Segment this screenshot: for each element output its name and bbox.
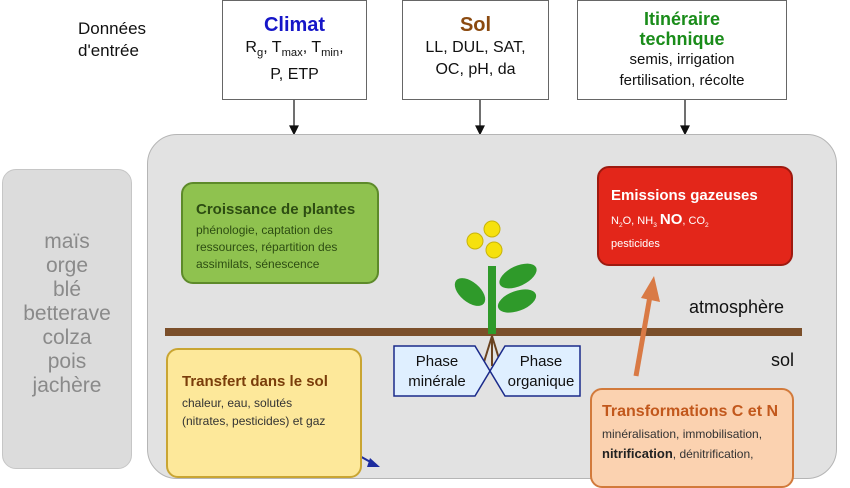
atmosphere-label: atmosphère [689, 297, 785, 317]
crop-item: colza [42, 326, 92, 349]
crop-item: pois [47, 350, 87, 373]
itineraire-line-1: semis, irrigation [629, 51, 735, 68]
crop-item: betterave [23, 302, 111, 325]
transformations-title: Transformations C et N [602, 403, 779, 420]
emissions-title: Emissions gazeuses [611, 187, 758, 204]
input-arrows [289, 100, 690, 136]
emissions-gases: N2O, NH3 NO, CO2 [611, 211, 709, 230]
crop-item: jachère [32, 374, 102, 397]
climat-title: Climat [263, 14, 326, 36]
crops-list: maïs orge blé betterave colza pois jachè… [2, 169, 132, 469]
sol-layer-label: sol [771, 350, 795, 370]
emissions-box: Emissions gazeuses N2O, NH3 NO, CO2 pest… [597, 166, 793, 266]
emissions-arrow [633, 295, 653, 377]
phase-organique-shape [489, 345, 581, 397]
sol-arrow-head [475, 125, 485, 136]
emissions-arrow-head [641, 276, 660, 302]
sol-variables-1: LL, DUL, SAT, [425, 39, 526, 56]
climat-variables: Rg, Tmax, Tmin, [245, 39, 344, 60]
croissance-details: phénologie, captation des ressources, ré… [196, 223, 338, 271]
plant-leaf-left [454, 278, 486, 306]
sol-variables-2: OC, pH, da [435, 61, 516, 78]
itineraire-line-2: fertilisation, récolte [619, 72, 745, 89]
plant-leaf-right-top [499, 263, 537, 289]
itineraire-arrow-head [680, 125, 690, 136]
plant-stem [488, 266, 496, 334]
crop-item: maïs [44, 230, 90, 253]
flower-left [466, 232, 484, 250]
input-data-label: Données d'entrée [78, 19, 147, 60]
itineraire-input-box: Itinéraire technique semis, irrigation f… [577, 0, 787, 100]
transfert-title: Transfert dans le sol [182, 373, 328, 390]
transfert-details: chaleur, eau, solutés (nitrates, pestici… [182, 396, 326, 428]
emissions-pesticides: pesticides [611, 238, 660, 251]
transfer-arrow-head [367, 458, 380, 467]
croissance-title: Croissance de plantes [196, 201, 356, 218]
flower-right [485, 241, 503, 259]
climat-input-box: Climat Rg, Tmax, Tmin, P, ETP [222, 0, 367, 100]
model-graphics [165, 220, 802, 467]
transfert-box: Transfert dans le sol chaleur, eau, solu… [166, 348, 362, 478]
climat-variables-2: P, ETP [270, 66, 319, 84]
phase-minerale-label: Phase minérale [408, 353, 466, 390]
transformations-box: Transformations C et N minéralisation, i… [590, 388, 794, 488]
transformations-details: minéralisation, immobilisation, nitrific… [602, 427, 763, 461]
crop-item: orge [45, 254, 89, 277]
croissance-box: Croissance de plantes phénologie, captat… [181, 182, 379, 284]
itineraire-title: Itinéraire technique [639, 9, 725, 49]
climat-arrow-head [289, 125, 299, 136]
sol-title: Sol [459, 14, 492, 36]
phase-minerale-shape [393, 345, 491, 397]
sol-input-box: Sol LL, DUL, SAT, OC, pH, da [402, 0, 549, 100]
phase-organique-label: Phase organique [507, 353, 575, 390]
crop-item: blé [52, 278, 82, 301]
flower-top [483, 220, 501, 238]
soil-surface-line [165, 328, 802, 336]
plant-leaf-right-bottom [497, 289, 537, 313]
